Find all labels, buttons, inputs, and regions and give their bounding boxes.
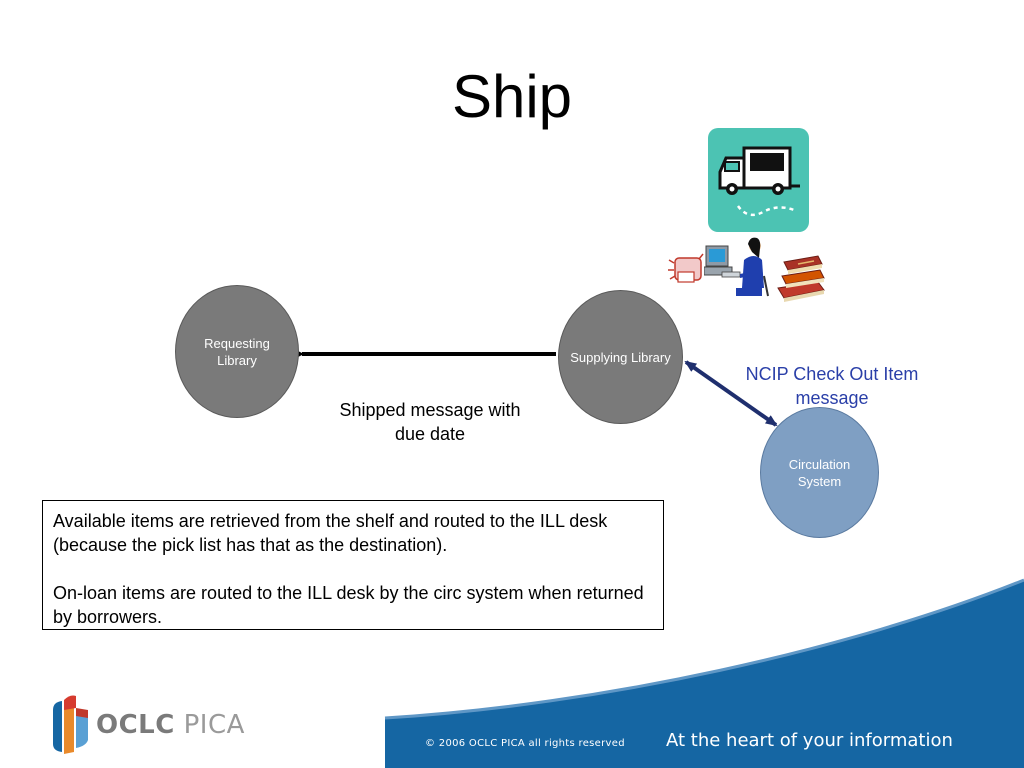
node-label: Requesting Library bbox=[204, 335, 270, 368]
node-supplying-library: Supplying Library bbox=[558, 290, 683, 424]
edge-label-ncip: NCIP Check Out Item message bbox=[745, 364, 919, 408]
logo-pica: PICA bbox=[183, 710, 245, 740]
node-circulation-system: Circulation System bbox=[760, 407, 879, 538]
node-label: Supplying Library bbox=[570, 349, 671, 365]
node-label: Circulation System bbox=[788, 456, 851, 489]
node-requesting-library: Requesting Library bbox=[175, 285, 299, 418]
info-box: Available items are retrieved from the s… bbox=[42, 500, 664, 630]
footer-copyright: © 2006 OCLC PICA all rights reserved bbox=[425, 738, 625, 749]
footer-tagline: At the heart of your information bbox=[666, 730, 953, 751]
pointing-hand-icon bbox=[668, 253, 704, 283]
stack-of-books-icon bbox=[777, 255, 825, 302]
info-paragraph: On-loan items are routed to the ILL desk… bbox=[53, 583, 644, 627]
logo-oclc: OCLC bbox=[96, 710, 175, 740]
oclc-pica-logo-icon bbox=[53, 695, 88, 754]
info-paragraph: Available items are retrieved from the s… bbox=[53, 511, 608, 555]
librarian-at-computer-icon bbox=[704, 237, 769, 297]
edge-ncip-arrow bbox=[684, 360, 778, 427]
edge-label-shipped: Shipped message with due date bbox=[339, 400, 521, 444]
slide-title: Ship bbox=[451, 63, 573, 130]
delivery-truck-icon bbox=[708, 128, 809, 232]
logo-wordmark: OCLC PICA bbox=[96, 710, 245, 740]
